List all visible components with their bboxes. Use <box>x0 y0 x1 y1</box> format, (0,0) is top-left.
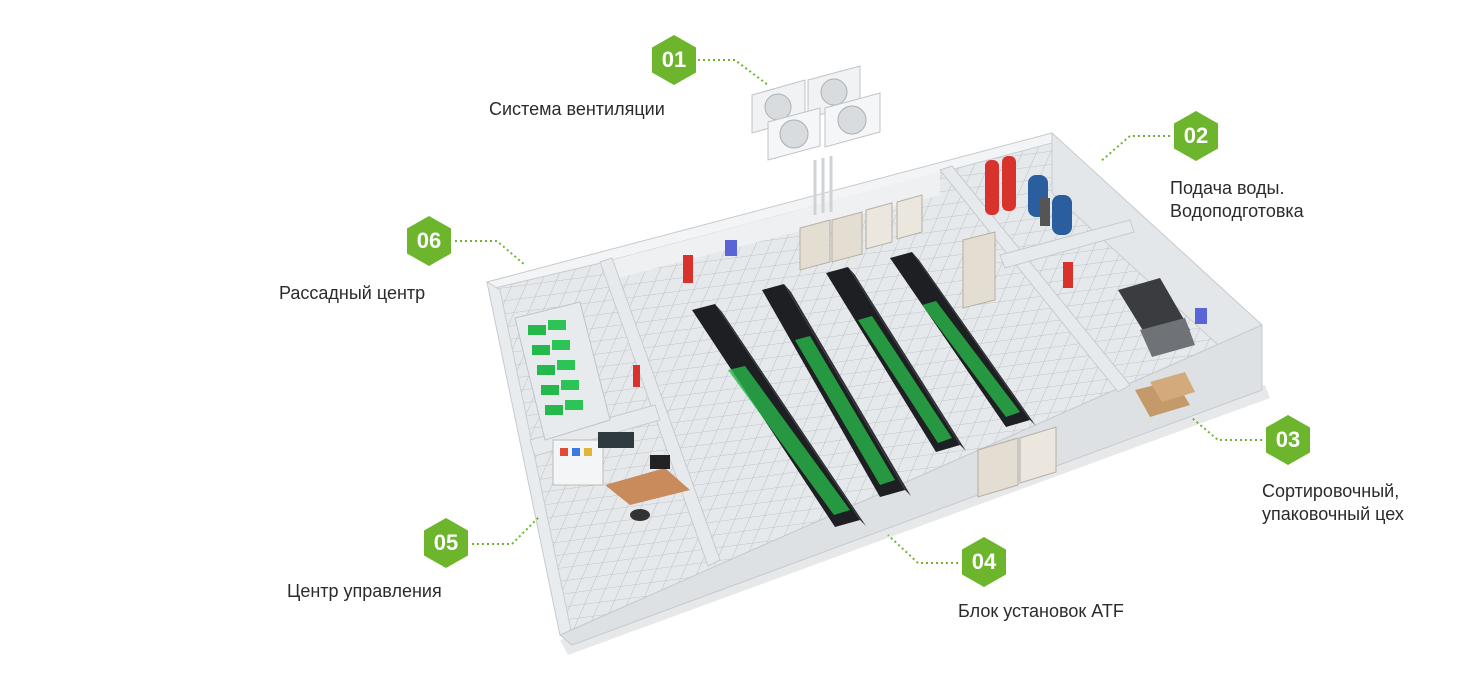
leader-line-01 <box>698 59 769 86</box>
control-room <box>552 432 690 521</box>
hotspot-badge-05[interactable]: 05 <box>420 517 472 569</box>
hexagon-icon <box>1174 111 1218 161</box>
electrical-cabinets <box>799 194 923 271</box>
ventilation-units <box>751 65 881 215</box>
hotspot-badge-02[interactable]: 02 <box>1170 110 1222 162</box>
leader-line-03 <box>1191 417 1262 441</box>
hexagon-icon <box>652 35 696 85</box>
hotspot-number: 03 <box>1275 427 1301 452</box>
hotspot-number: 02 <box>1183 123 1209 148</box>
leader-line-06 <box>455 240 526 266</box>
packing-equipment <box>1118 278 1195 417</box>
hotspot-badge-04[interactable]: 04 <box>958 536 1010 588</box>
leader-line-05 <box>472 515 541 545</box>
hexagon-icon <box>424 518 468 568</box>
hotspot-label-02: Подача воды. Водоподготовка <box>1170 178 1304 221</box>
hotspot-label-03: Сортировочный, упаковочный цех <box>1262 481 1404 524</box>
front-wall <box>559 324 1263 646</box>
leader-line-04 <box>887 534 958 564</box>
atf-racks <box>692 252 1036 527</box>
hotspot-number: 01 <box>661 47 687 72</box>
hotspot-badge-01[interactable]: 01 <box>648 34 700 86</box>
hotspot-badge-03[interactable]: 03 <box>1262 414 1314 466</box>
hotspot-badge-06[interactable]: 06 <box>403 215 455 267</box>
hotspot-label-05: Центр управления <box>287 581 442 601</box>
leader-line-02 <box>1099 135 1170 163</box>
water-tanks <box>985 156 1072 235</box>
hotspot-label-01: Система вентиляции <box>489 99 665 119</box>
hexagon-icon <box>1266 415 1310 465</box>
hotspot-number: 06 <box>416 228 442 253</box>
seedling-shelves <box>514 301 611 441</box>
hexagon-icon <box>407 216 451 266</box>
hotspot-label-06: Рассадный центр <box>279 283 426 303</box>
hexagon-icon <box>962 537 1006 587</box>
hotspot-label-04: Блок установок ATF <box>958 601 1124 621</box>
hotspot-number: 04 <box>971 549 997 574</box>
hotspot-number: 05 <box>433 530 459 555</box>
